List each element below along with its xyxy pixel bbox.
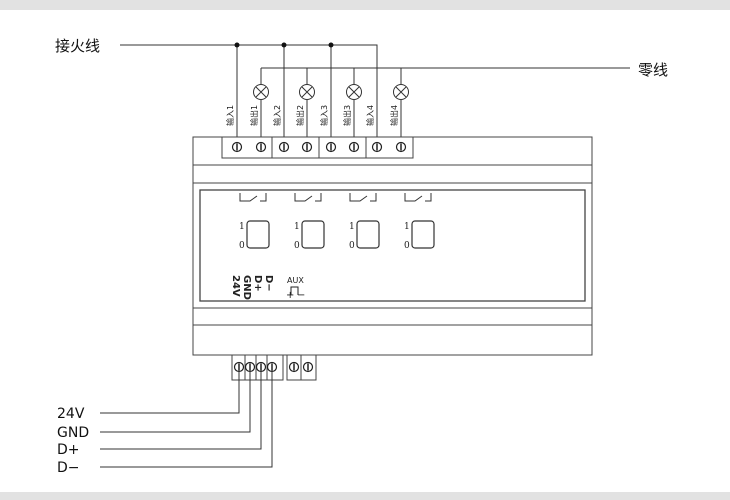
output-label: 输出3 (342, 105, 352, 126)
screw-icon (244, 361, 256, 373)
screw-icon (302, 361, 314, 373)
bus-label-dplus: D+ (252, 275, 263, 292)
input-label: 输入3 (319, 105, 329, 126)
relay-channel: 10 (239, 193, 270, 251)
screw-icon (255, 141, 267, 153)
wire-label-24v: 24V (57, 406, 85, 422)
screw-icon (278, 141, 290, 153)
bus-label-dminus: D− (263, 275, 274, 292)
input-label: 输入4 (365, 105, 375, 126)
switch-off-label: 0 (294, 241, 300, 251)
lamp-icon (253, 84, 269, 100)
switch-on-label: 1 (349, 222, 355, 232)
aux-plus: + (286, 290, 294, 301)
live-label: 接火线 (55, 37, 100, 55)
input-label: 输入2 (272, 105, 282, 126)
aux-label: AUX (287, 276, 304, 285)
relay-channel: 10 (349, 193, 380, 251)
screw-icon (348, 141, 360, 153)
neutral-wire (260, 67, 630, 147)
screw-icon (325, 141, 337, 153)
manual-switch[interactable] (246, 220, 270, 249)
switch-off-label: 0 (404, 241, 410, 251)
aux-symbol (290, 286, 299, 295)
bottom-screws (233, 361, 314, 373)
junction-dots (234, 42, 334, 48)
screw-icon (255, 361, 267, 373)
screw-icon (233, 361, 245, 373)
live-wire (120, 44, 378, 147)
screw-icon (266, 361, 278, 373)
screw-icon (301, 141, 313, 153)
manual-switch[interactable] (356, 220, 380, 249)
neutral-label: 零线 (638, 61, 668, 79)
output-label: 输出4 (389, 105, 399, 126)
switch-on-label: 1 (239, 222, 245, 232)
top-frame (0, 0, 730, 10)
wire-label-gnd: GND (57, 425, 89, 441)
manual-switch[interactable] (301, 220, 325, 249)
screw-icon (371, 141, 383, 153)
relay-module (192, 136, 593, 356)
bottom-frame (0, 492, 730, 500)
switch-off-label: 0 (349, 241, 355, 251)
screw-icon (231, 141, 243, 153)
aux-minus: − (297, 290, 305, 301)
switch-on-label: 1 (294, 222, 300, 232)
bus-wires (100, 370, 273, 468)
switch-off-label: 0 (239, 241, 245, 251)
relay-channel: 10 (404, 193, 435, 251)
manual-switch[interactable] (411, 220, 435, 249)
relay-contact-icon (294, 193, 322, 202)
top-screws (231, 141, 407, 153)
wire-label-dminus: D− (57, 460, 80, 476)
bus-label-gnd: GND (241, 275, 252, 300)
wire-label-dplus: D+ (57, 442, 80, 458)
relay-channel: 10 (294, 193, 325, 251)
top-terminal-block (221, 136, 414, 159)
screw-icon (395, 141, 407, 153)
bus-label-24v: 24V (230, 275, 241, 297)
output-label: 输出2 (295, 105, 305, 126)
screw-icon (288, 361, 300, 373)
output-label: 输出1 (249, 105, 259, 126)
lamp-icon (299, 84, 315, 100)
relay-contact-icon (349, 193, 377, 202)
lamp-icons (253, 84, 409, 100)
lamp-icon (346, 84, 362, 100)
relay-contact-icon (404, 193, 432, 202)
lamp-icon (393, 84, 409, 100)
input-label: 输入1 (225, 105, 235, 126)
switch-on-label: 1 (404, 222, 410, 232)
relay-contact-icon (239, 193, 267, 202)
